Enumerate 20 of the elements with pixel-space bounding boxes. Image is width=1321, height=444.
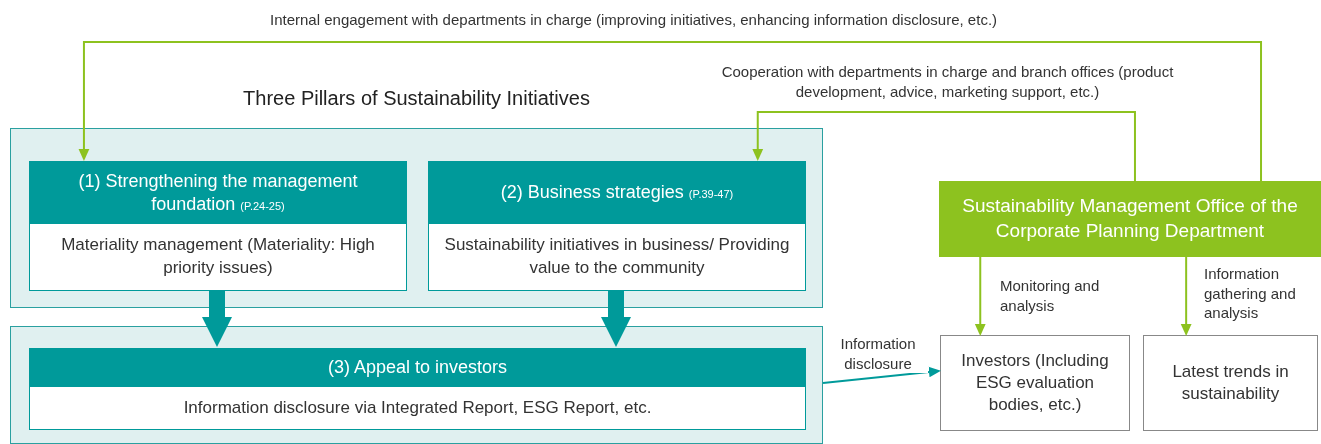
pillar-card bbox=[29, 348, 806, 430]
card-body-text: Sustainability initiatives in business/ Providing value to the community bbox=[443, 234, 791, 279]
office-box: Sustainability Management Office of the Corporate Planning Department bbox=[939, 181, 1321, 257]
block-arrow bbox=[601, 290, 631, 347]
card-body-text: Information disclosure via Integrated Report, ESG Report, etc. bbox=[182, 396, 653, 419]
card-header: (3) Appeal to investors bbox=[30, 349, 805, 387]
arrow bbox=[1180, 256, 1192, 336]
panel-background bbox=[10, 326, 823, 444]
target-box: Latest trends in sustainability bbox=[1143, 335, 1318, 431]
arrow bbox=[752, 111, 1136, 182]
card-body-text: Materiality management (Materiality: High priority issues) bbox=[60, 234, 376, 279]
arrow bbox=[78, 41, 1263, 182]
block-arrow bbox=[202, 290, 232, 347]
arrow bbox=[822, 366, 941, 384]
target-box: Investors (Including ESG evaluation bodies, etc.) bbox=[940, 335, 1130, 431]
pillar-card bbox=[29, 161, 407, 291]
card-header: (1) Strengthening the management foundation (P.24-25) bbox=[30, 162, 406, 224]
pillar-card bbox=[428, 161, 806, 291]
card-header: (2) Business strategies (P.39-47) bbox=[429, 162, 805, 224]
arrow bbox=[974, 256, 986, 336]
